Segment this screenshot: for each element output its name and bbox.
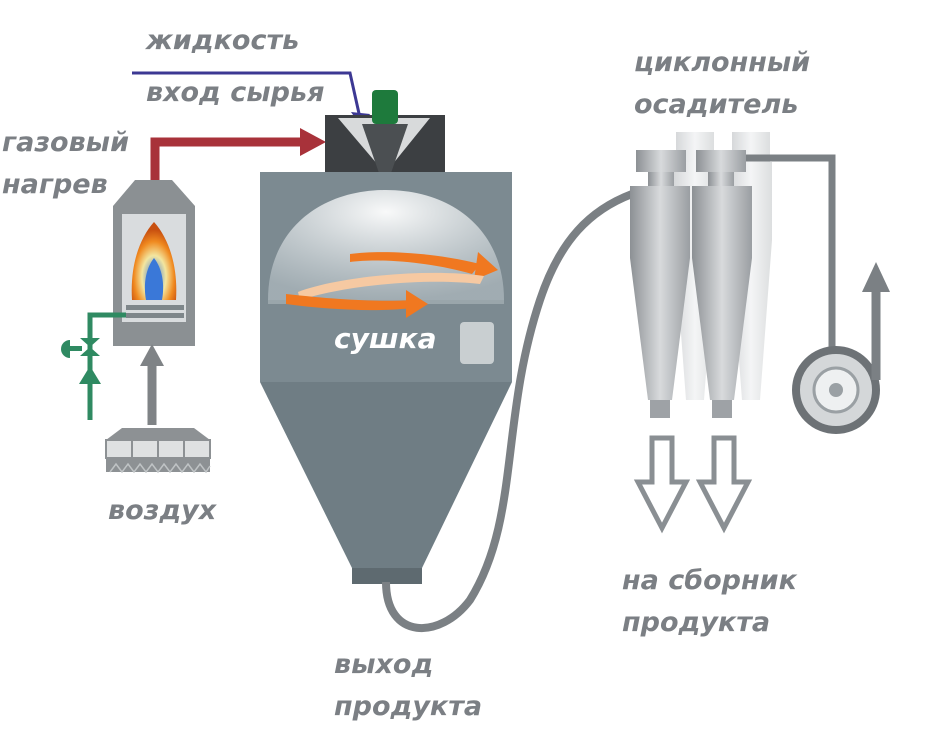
gas-supply-line <box>87 312 126 420</box>
feed-inlet-label: вход сырья <box>146 77 325 108</box>
fan-icon <box>829 383 843 397</box>
drying-chamber <box>260 90 512 584</box>
liquid-label: жидкость <box>146 25 300 56</box>
liquid-feed-line <box>132 71 362 119</box>
air-label: воздух <box>108 495 217 526</box>
gas-heater <box>113 180 195 346</box>
collector-arrow-left <box>633 435 691 534</box>
collector-label-line1: на сборник <box>622 565 797 596</box>
hot-gas-arrowhead <box>300 128 326 156</box>
drying-label: сушка <box>334 322 437 355</box>
cyclone-front <box>630 150 752 418</box>
swirl-arrow-upper <box>350 252 480 274</box>
gas-heating-label-line2: нагрев <box>2 169 108 200</box>
exhaust-fan <box>792 346 880 434</box>
gas-heating-label-line1: газовый <box>2 127 129 158</box>
valve-icon <box>80 338 100 356</box>
air-supply-arrowhead <box>140 344 164 366</box>
product-outlet-label-line2: продукта <box>334 691 483 722</box>
nozzle-icon <box>372 90 398 124</box>
collector-arrow-right <box>695 435 753 534</box>
exhaust-line <box>746 154 836 362</box>
cyclone-label-line2: осадитель <box>634 89 799 120</box>
swirl-arrow-lower <box>286 294 412 311</box>
air-filter <box>105 428 211 474</box>
cyclone-label-line1: циклонный <box>634 47 811 78</box>
product-outlet-label-line1: выход <box>334 649 434 680</box>
fan-exhaust-arrowhead <box>862 262 890 292</box>
collector-label-line2: продукта <box>622 607 771 638</box>
gas-supply-arrowhead <box>79 366 101 384</box>
product-outlet-pipe <box>382 190 634 633</box>
hot-gas-line <box>150 137 305 185</box>
